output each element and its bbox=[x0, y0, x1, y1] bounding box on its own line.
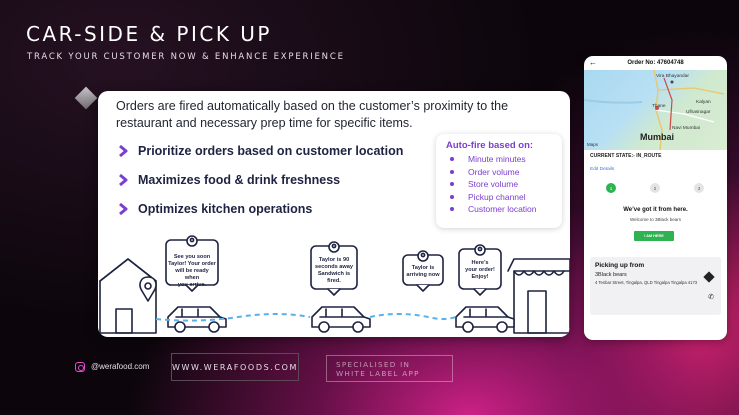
map-label: Ulhasnagar bbox=[686, 110, 711, 115]
phone-icon[interactable]: ✆ bbox=[708, 294, 714, 301]
autofire-panel: Auto-fire based on: Minute minutes Order… bbox=[436, 134, 562, 228]
pickup-address: 4 Tenbar Street, Tingalpa, QLD Tingalpa … bbox=[595, 280, 698, 285]
autofire-label: Store volume bbox=[468, 179, 519, 189]
autofire-item: Pickup channel bbox=[446, 191, 554, 204]
step-indicator: 1 bbox=[606, 183, 616, 193]
specialised-line: WHITE LABEL APP bbox=[336, 368, 420, 378]
back-arrow-icon[interactable]: ← bbox=[589, 58, 597, 67]
bullet-dot-icon bbox=[450, 207, 454, 212]
pickup-store-name: 3Black bears bbox=[595, 272, 627, 278]
autofire-label: Order volume bbox=[468, 166, 520, 177]
current-state: CURRENT STATE:- IN_ROUTE bbox=[590, 153, 662, 159]
benefit-list: Prioritize orders based on customer loca… bbox=[116, 141, 403, 228]
confirmation-heading: We’ve got it from here. bbox=[623, 207, 688, 213]
pin-icon bbox=[186, 235, 198, 247]
specialised-box: SPECIALISED IN WHITE LABEL APP bbox=[326, 355, 453, 382]
benefit-label: Prioritize orders based on customer loca… bbox=[138, 144, 404, 158]
bullet-dot-icon bbox=[450, 169, 454, 174]
benefit-item: Optimizes kitchen operations bbox=[116, 199, 403, 219]
map-view[interactable]: Vira Bhayandar Thane Kalyan Ulhasnagar N… bbox=[584, 70, 727, 150]
slide-subtitle: TRACK YOUR CUSTOMER NOW & ENHANCE EXPERI… bbox=[27, 52, 345, 62]
website-link[interactable]: WWW.WERAFOODS.COM bbox=[172, 362, 298, 372]
chevron-right-icon bbox=[116, 173, 130, 187]
pickup-title: Picking up from bbox=[595, 262, 645, 269]
phone-header: ← Order No: 47604748 bbox=[584, 56, 727, 70]
step-indicator: 3 bbox=[694, 183, 704, 193]
benefit-label: Maximizes food & drink freshness bbox=[138, 173, 341, 187]
car-icon bbox=[455, 306, 515, 333]
autofire-item: Order volume bbox=[446, 166, 554, 179]
benefit-item: Maximizes food & drink freshness bbox=[116, 170, 403, 190]
i-am-here-button[interactable]: I AM HERE bbox=[634, 231, 674, 241]
autofire-label: Customer location bbox=[468, 204, 537, 214]
pin-icon bbox=[328, 241, 340, 253]
bullet-dot-icon bbox=[450, 182, 454, 187]
chevron-right-icon bbox=[116, 144, 130, 158]
car-icon bbox=[311, 306, 371, 333]
website-box[interactable]: WWW.WERAFOODS.COM bbox=[171, 353, 299, 381]
welcome-text: Welcome to 3Black bears bbox=[630, 217, 681, 222]
benefit-label: Optimizes kitchen operations bbox=[138, 202, 313, 216]
storefront-icon bbox=[513, 270, 570, 334]
step-indicator: 2 bbox=[650, 183, 660, 193]
map-roads bbox=[584, 70, 725, 150]
autofire-label: Pickup channel bbox=[468, 191, 526, 202]
autofire-item: Store volume bbox=[446, 178, 554, 191]
instagram-icon bbox=[75, 362, 85, 372]
location-pin-icon bbox=[139, 276, 157, 302]
pickup-card: Picking up from 3Black bears 4 Tenbar St… bbox=[590, 257, 721, 315]
maps-brand: Maps bbox=[587, 142, 599, 147]
route-dashed-line bbox=[155, 313, 457, 322]
intro-text: Orders are fired automatically based on … bbox=[116, 99, 509, 130]
autofire-label: Minute minutes bbox=[468, 154, 526, 164]
edit-details-link[interactable]: Edit Details bbox=[590, 167, 615, 172]
specialised-line: SPECIALISED IN bbox=[336, 360, 411, 369]
map-label: Kalyan bbox=[696, 100, 711, 105]
phone-mockup: ← Order No: 47604748 Vira Bhayandar Than… bbox=[584, 56, 727, 340]
map-label: Thane bbox=[652, 104, 666, 109]
slide-title: CAR-SIDE & PICK UP bbox=[26, 22, 272, 46]
benefit-item: Prioritize orders based on customer loca… bbox=[116, 141, 403, 161]
feature-card: Orders are fired automatically based on … bbox=[98, 91, 570, 337]
order-title: Order No: 47604748 bbox=[627, 60, 684, 66]
social-handle[interactable]: @werafood.com bbox=[91, 362, 150, 371]
car-icon bbox=[167, 306, 227, 333]
map-city-label: Mumbai bbox=[640, 132, 675, 142]
pin-icon bbox=[474, 244, 486, 256]
house-icon bbox=[99, 258, 157, 334]
map-label: Vira Bhayandar bbox=[656, 74, 689, 79]
chevron-right-icon bbox=[116, 202, 130, 216]
autofire-item: Customer location bbox=[446, 203, 554, 216]
pin-icon bbox=[417, 250, 429, 262]
autofire-title: Auto-fire based on: bbox=[446, 140, 534, 151]
autofire-item: Minute minutes bbox=[446, 153, 554, 166]
progress-steps: 1 2 3 bbox=[606, 183, 704, 193]
map-label: Navi Mumbai bbox=[672, 126, 700, 131]
bullet-dot-icon bbox=[450, 157, 454, 162]
bullet-dot-icon bbox=[450, 194, 454, 199]
